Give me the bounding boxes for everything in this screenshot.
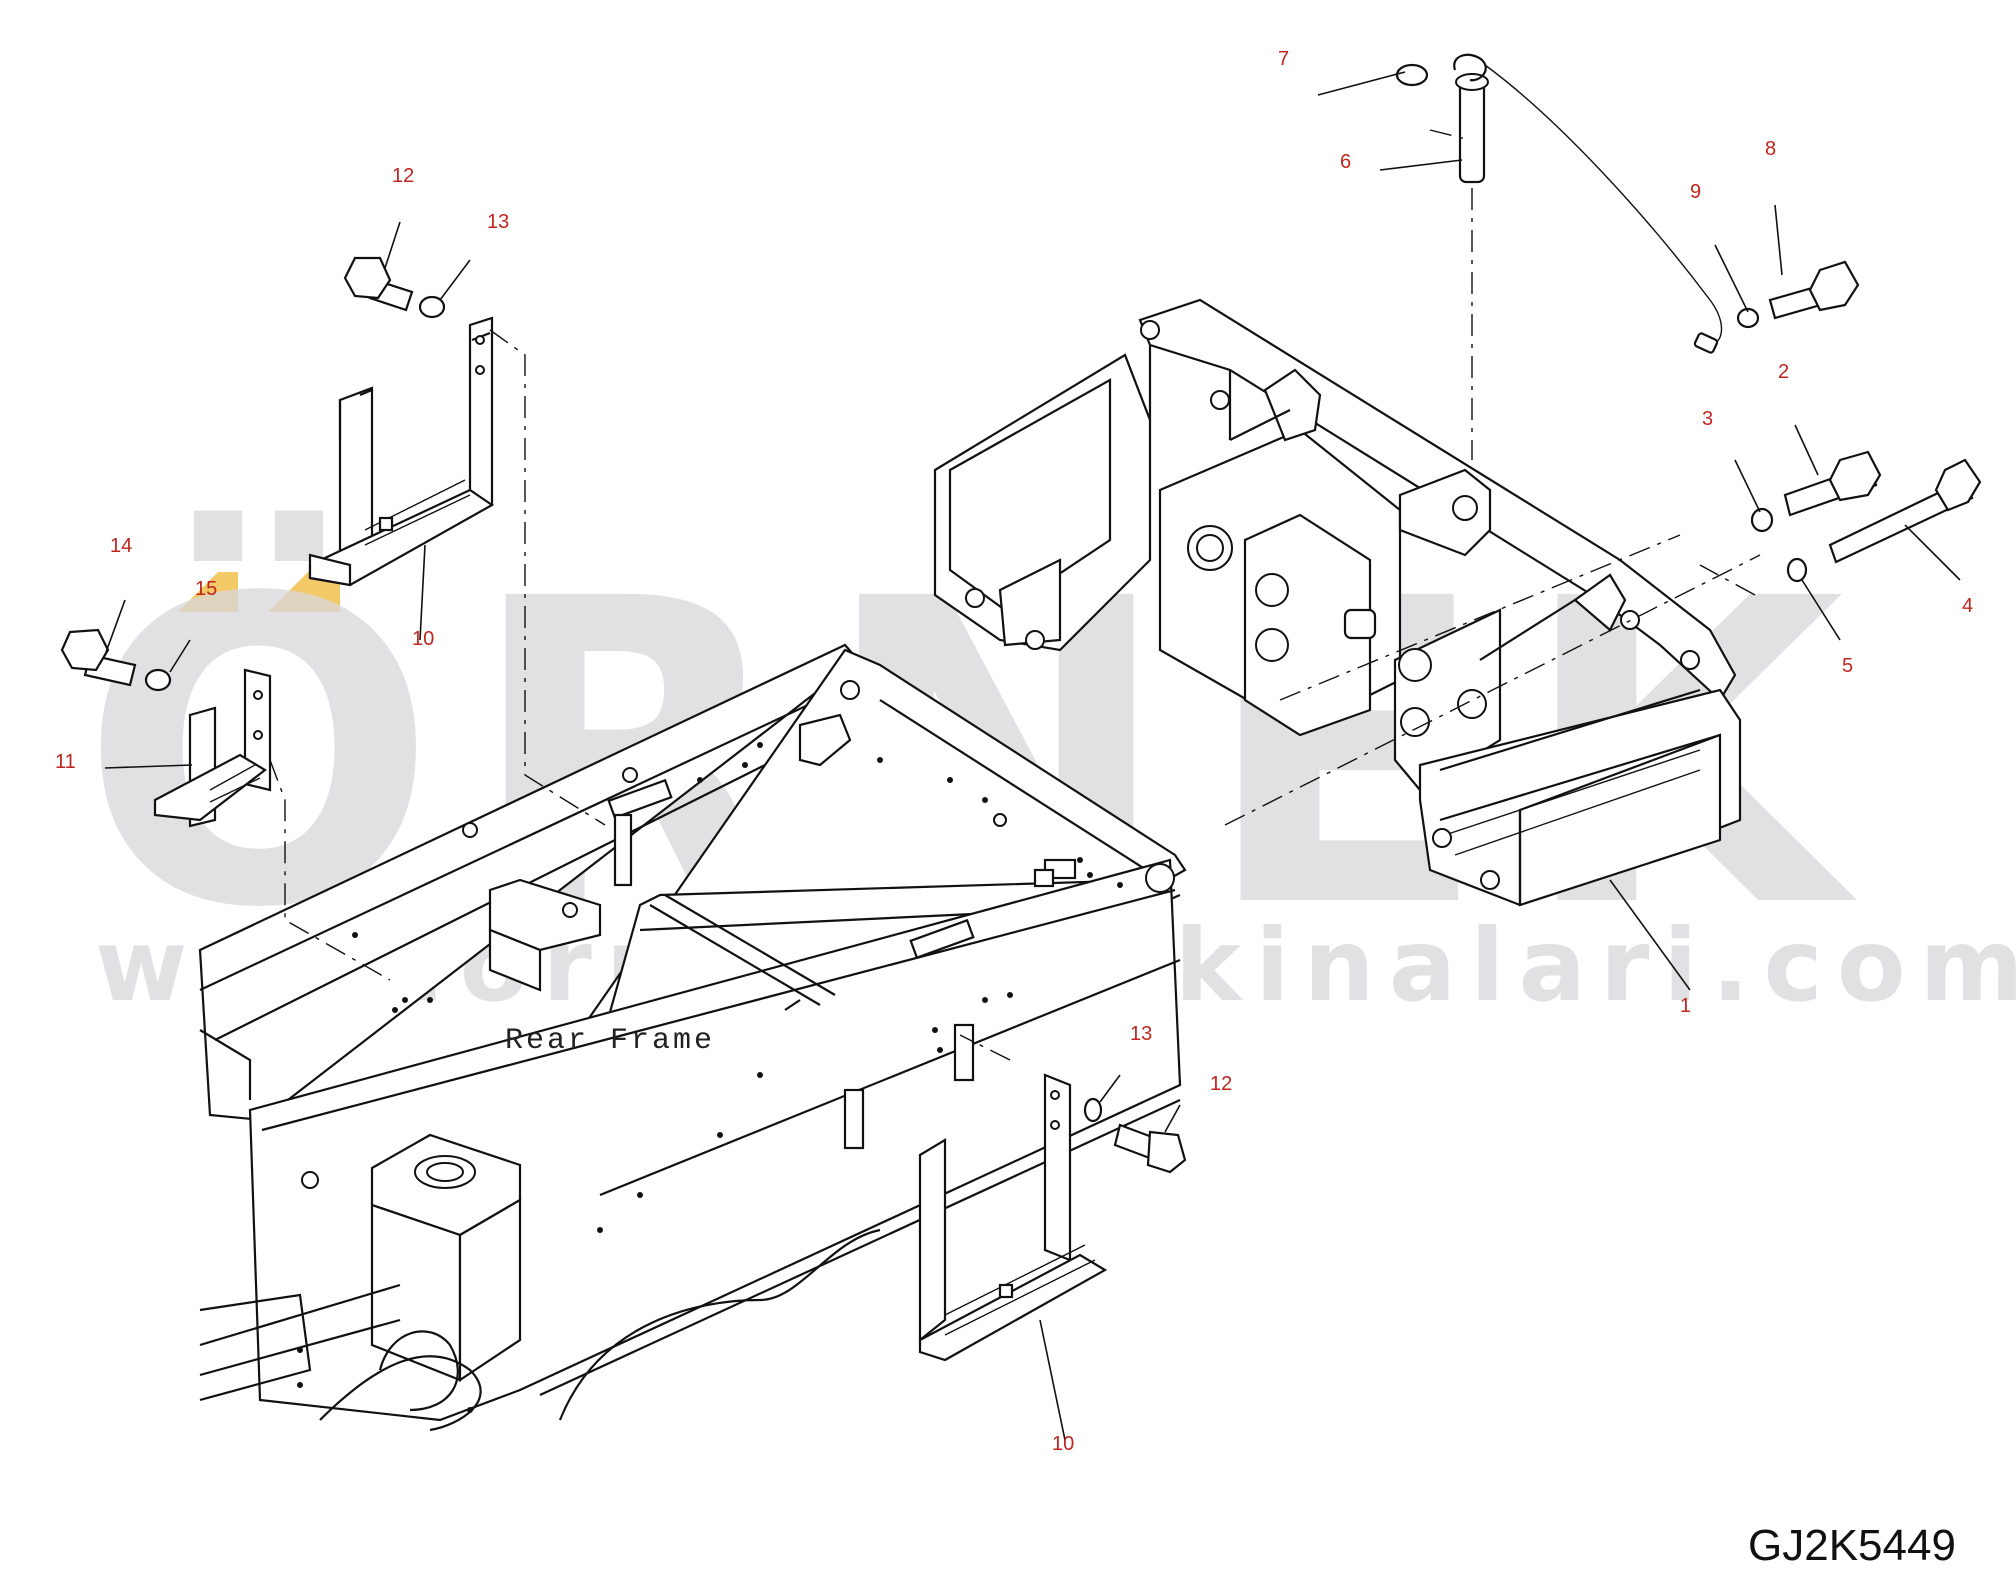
callout-10-upper: 10: [412, 628, 434, 650]
callouts: 1 2 3 4 5 6 7 8 9 10 10 11 12 12 13 13 1…: [55, 48, 1973, 1455]
leader-lines: [104, 71, 1961, 1441]
bolt-12-upper: [343, 256, 414, 312]
frame-holes: [297, 680, 1175, 1413]
bolt-8: [1768, 260, 1860, 320]
callout-8: 8: [1765, 138, 1776, 160]
step-10-lower: [918, 1073, 1108, 1362]
step-11: [153, 668, 272, 828]
drawing-code: GJ2K5449: [1748, 1521, 1956, 1570]
rear-frame: [198, 643, 1187, 1432]
washer-3: [1750, 507, 1774, 533]
callout-4: 4: [1962, 595, 1973, 617]
callout-15: 15: [195, 578, 217, 600]
bolt-4: [1828, 458, 1982, 564]
callout-12-upper: 12: [392, 165, 414, 187]
washer-9: [1736, 307, 1760, 329]
watermark-accent-left: [178, 572, 238, 612]
callout-14: 14: [110, 535, 132, 557]
callout-1: 1: [1680, 995, 1691, 1017]
callout-10-lower: 10: [1052, 1433, 1074, 1455]
washer-13-lower: [1083, 1097, 1103, 1123]
callout-3: 3: [1702, 408, 1713, 430]
callout-12-lower: 12: [1210, 1073, 1232, 1095]
assembly-lines: [269, 129, 1761, 1061]
watermark-accent-right: [268, 572, 340, 612]
step-10-upper: [308, 316, 495, 587]
lock-pin: [1458, 80, 1486, 184]
washer-15: [144, 668, 172, 692]
callout-9: 9: [1690, 181, 1701, 203]
callout-13-upper: 13: [487, 211, 509, 233]
washer-5: [1786, 557, 1808, 583]
bolt-2: [1783, 450, 1882, 517]
lanyard-wire: [1484, 64, 1723, 346]
bolt-14: [60, 628, 137, 687]
callout-7: 7: [1278, 48, 1289, 70]
callout-6: 6: [1340, 151, 1351, 173]
washer-13-upper: [418, 295, 446, 319]
frame-caption: Rear Frame: [505, 1024, 715, 1058]
callout-11: 11: [55, 751, 76, 773]
counterweight: [933, 298, 1742, 907]
bolt-12-lower: [1113, 1123, 1187, 1174]
callout-5: 5: [1842, 655, 1853, 677]
snap-ring: [1395, 63, 1429, 87]
lock-pin-assembly: [1395, 53, 1723, 354]
callout-13-lower: 13: [1130, 1023, 1152, 1045]
callout-2: 2: [1778, 361, 1789, 383]
